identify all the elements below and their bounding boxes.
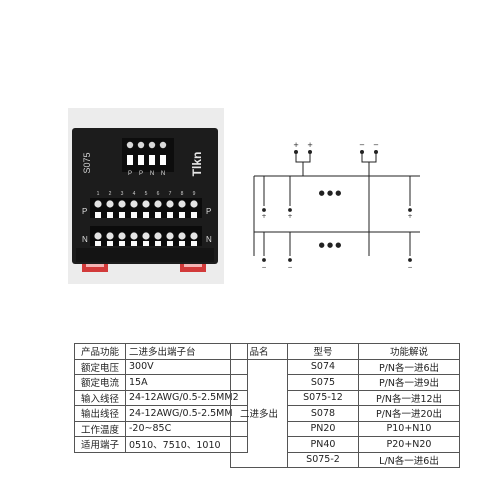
- desc-cell: P/N各一进20出: [358, 405, 460, 422]
- spec-label: 输出线径: [74, 405, 126, 422]
- table-row: 适用端子 0510、7510、1010: [74, 436, 248, 453]
- model-table: 品名 型号 功能解说 二进多出 S074 P/N各一进6出 S075 P/N各一…: [230, 343, 460, 468]
- desc-cell: L/N各一进6出: [358, 451, 460, 468]
- side-label-n: N: [82, 235, 88, 244]
- side-label-n: N: [206, 235, 212, 244]
- input-pos-symbol: +: [293, 141, 299, 149]
- input-neg-symbol: −: [359, 141, 365, 149]
- spec-label: 适用端子: [74, 436, 126, 453]
- desc-cell: P/N各一进12出: [358, 389, 460, 406]
- terminal-number: 6: [157, 191, 160, 197]
- n-terminal-row: [90, 226, 202, 246]
- table-row: 二进多出 S074 P/N各一进6出: [230, 358, 460, 468]
- spec-label: 输入线径: [74, 389, 126, 406]
- p-terminal-row: [90, 198, 202, 218]
- model-label: S075: [82, 152, 92, 173]
- brand-label: Tlkn: [190, 152, 204, 177]
- terminal-number: 3: [121, 191, 124, 197]
- spec-label: 额定电压: [74, 358, 126, 375]
- input-label: N: [161, 171, 165, 177]
- table-row: 输入线径 24-12AWG/0.5-2.5MM2: [74, 389, 248, 406]
- terminal-number: 7: [169, 191, 172, 197]
- spec-label: 额定电流: [74, 374, 126, 391]
- model-cell: PN20: [287, 420, 359, 437]
- side-label-p: P: [206, 207, 211, 216]
- model-cell: S078: [287, 405, 359, 422]
- spec-label: 产品功能: [74, 343, 126, 360]
- table-row: S075 P/N各一进9出: [231, 374, 460, 391]
- group-name: 二进多出: [230, 358, 288, 468]
- terminal-number: 4: [133, 191, 136, 197]
- desc-cell: P/N各一进6出: [358, 358, 460, 375]
- model-cell: S074: [287, 358, 359, 375]
- column-header: 品名: [230, 343, 288, 360]
- terminal-number: 2: [109, 191, 112, 197]
- output-plus: +: [261, 213, 266, 220]
- output-minus: −: [407, 264, 412, 271]
- terminal-number: 5: [145, 191, 148, 197]
- ellipsis: ● ● ●: [319, 189, 342, 197]
- table-row: 额定电压 300V: [74, 358, 248, 375]
- table-header-row: 品名 型号 功能解说: [230, 343, 460, 360]
- input-pos-symbol: +: [307, 141, 313, 149]
- desc-cell: P/N各一进9出: [358, 374, 460, 391]
- product-photo: P P N N S075 Tlkn 1 2 3 4 5 6 7 8 9: [68, 108, 224, 284]
- input-label: N: [150, 171, 154, 177]
- table-row: S075-12 P/N各一进12出: [231, 389, 460, 406]
- column-header: 功能解说: [358, 343, 460, 360]
- wiring-diagram: + + − − + + + ● ● ● − − −: [240, 132, 430, 277]
- table-row: 产品功能 二进多出端子台: [74, 343, 248, 360]
- input-label: P: [139, 171, 143, 177]
- input-neg-symbol: −: [373, 141, 379, 149]
- model-cell: S075-2: [287, 451, 359, 468]
- model-cell: S075-12: [287, 389, 359, 406]
- output-minus: −: [261, 264, 266, 271]
- table-row: PN40 P20+N20: [231, 436, 460, 453]
- terminal-number: 1: [97, 191, 100, 197]
- desc-cell: P20+N20: [358, 436, 460, 453]
- desc-cell: P10+N10: [358, 420, 460, 437]
- spec-table: 产品功能 二进多出端子台 额定电压 300V 额定电流 15A 输入线径 24-…: [74, 343, 248, 453]
- side-label-p: P: [82, 207, 87, 216]
- output-minus: −: [287, 264, 292, 271]
- model-cell: S075: [287, 374, 359, 391]
- input-label: P: [128, 171, 132, 177]
- table-row: 额定电流 15A: [74, 374, 248, 391]
- ellipsis: ● ● ●: [319, 241, 342, 249]
- terminal-number: 9: [193, 191, 196, 197]
- table-row: 工作温度 -20~85C: [74, 420, 248, 437]
- model-cell: PN40: [287, 436, 359, 453]
- table-row: 输出线径 24-12AWG/0.5-2.5MM: [74, 405, 248, 422]
- output-plus: +: [407, 213, 412, 220]
- spec-label: 工作温度: [74, 420, 126, 437]
- table-row: S075-2 L/N各一进6出: [231, 451, 460, 468]
- terminal-number: 8: [181, 191, 184, 197]
- output-plus: +: [287, 213, 292, 220]
- column-header: 型号: [287, 343, 359, 360]
